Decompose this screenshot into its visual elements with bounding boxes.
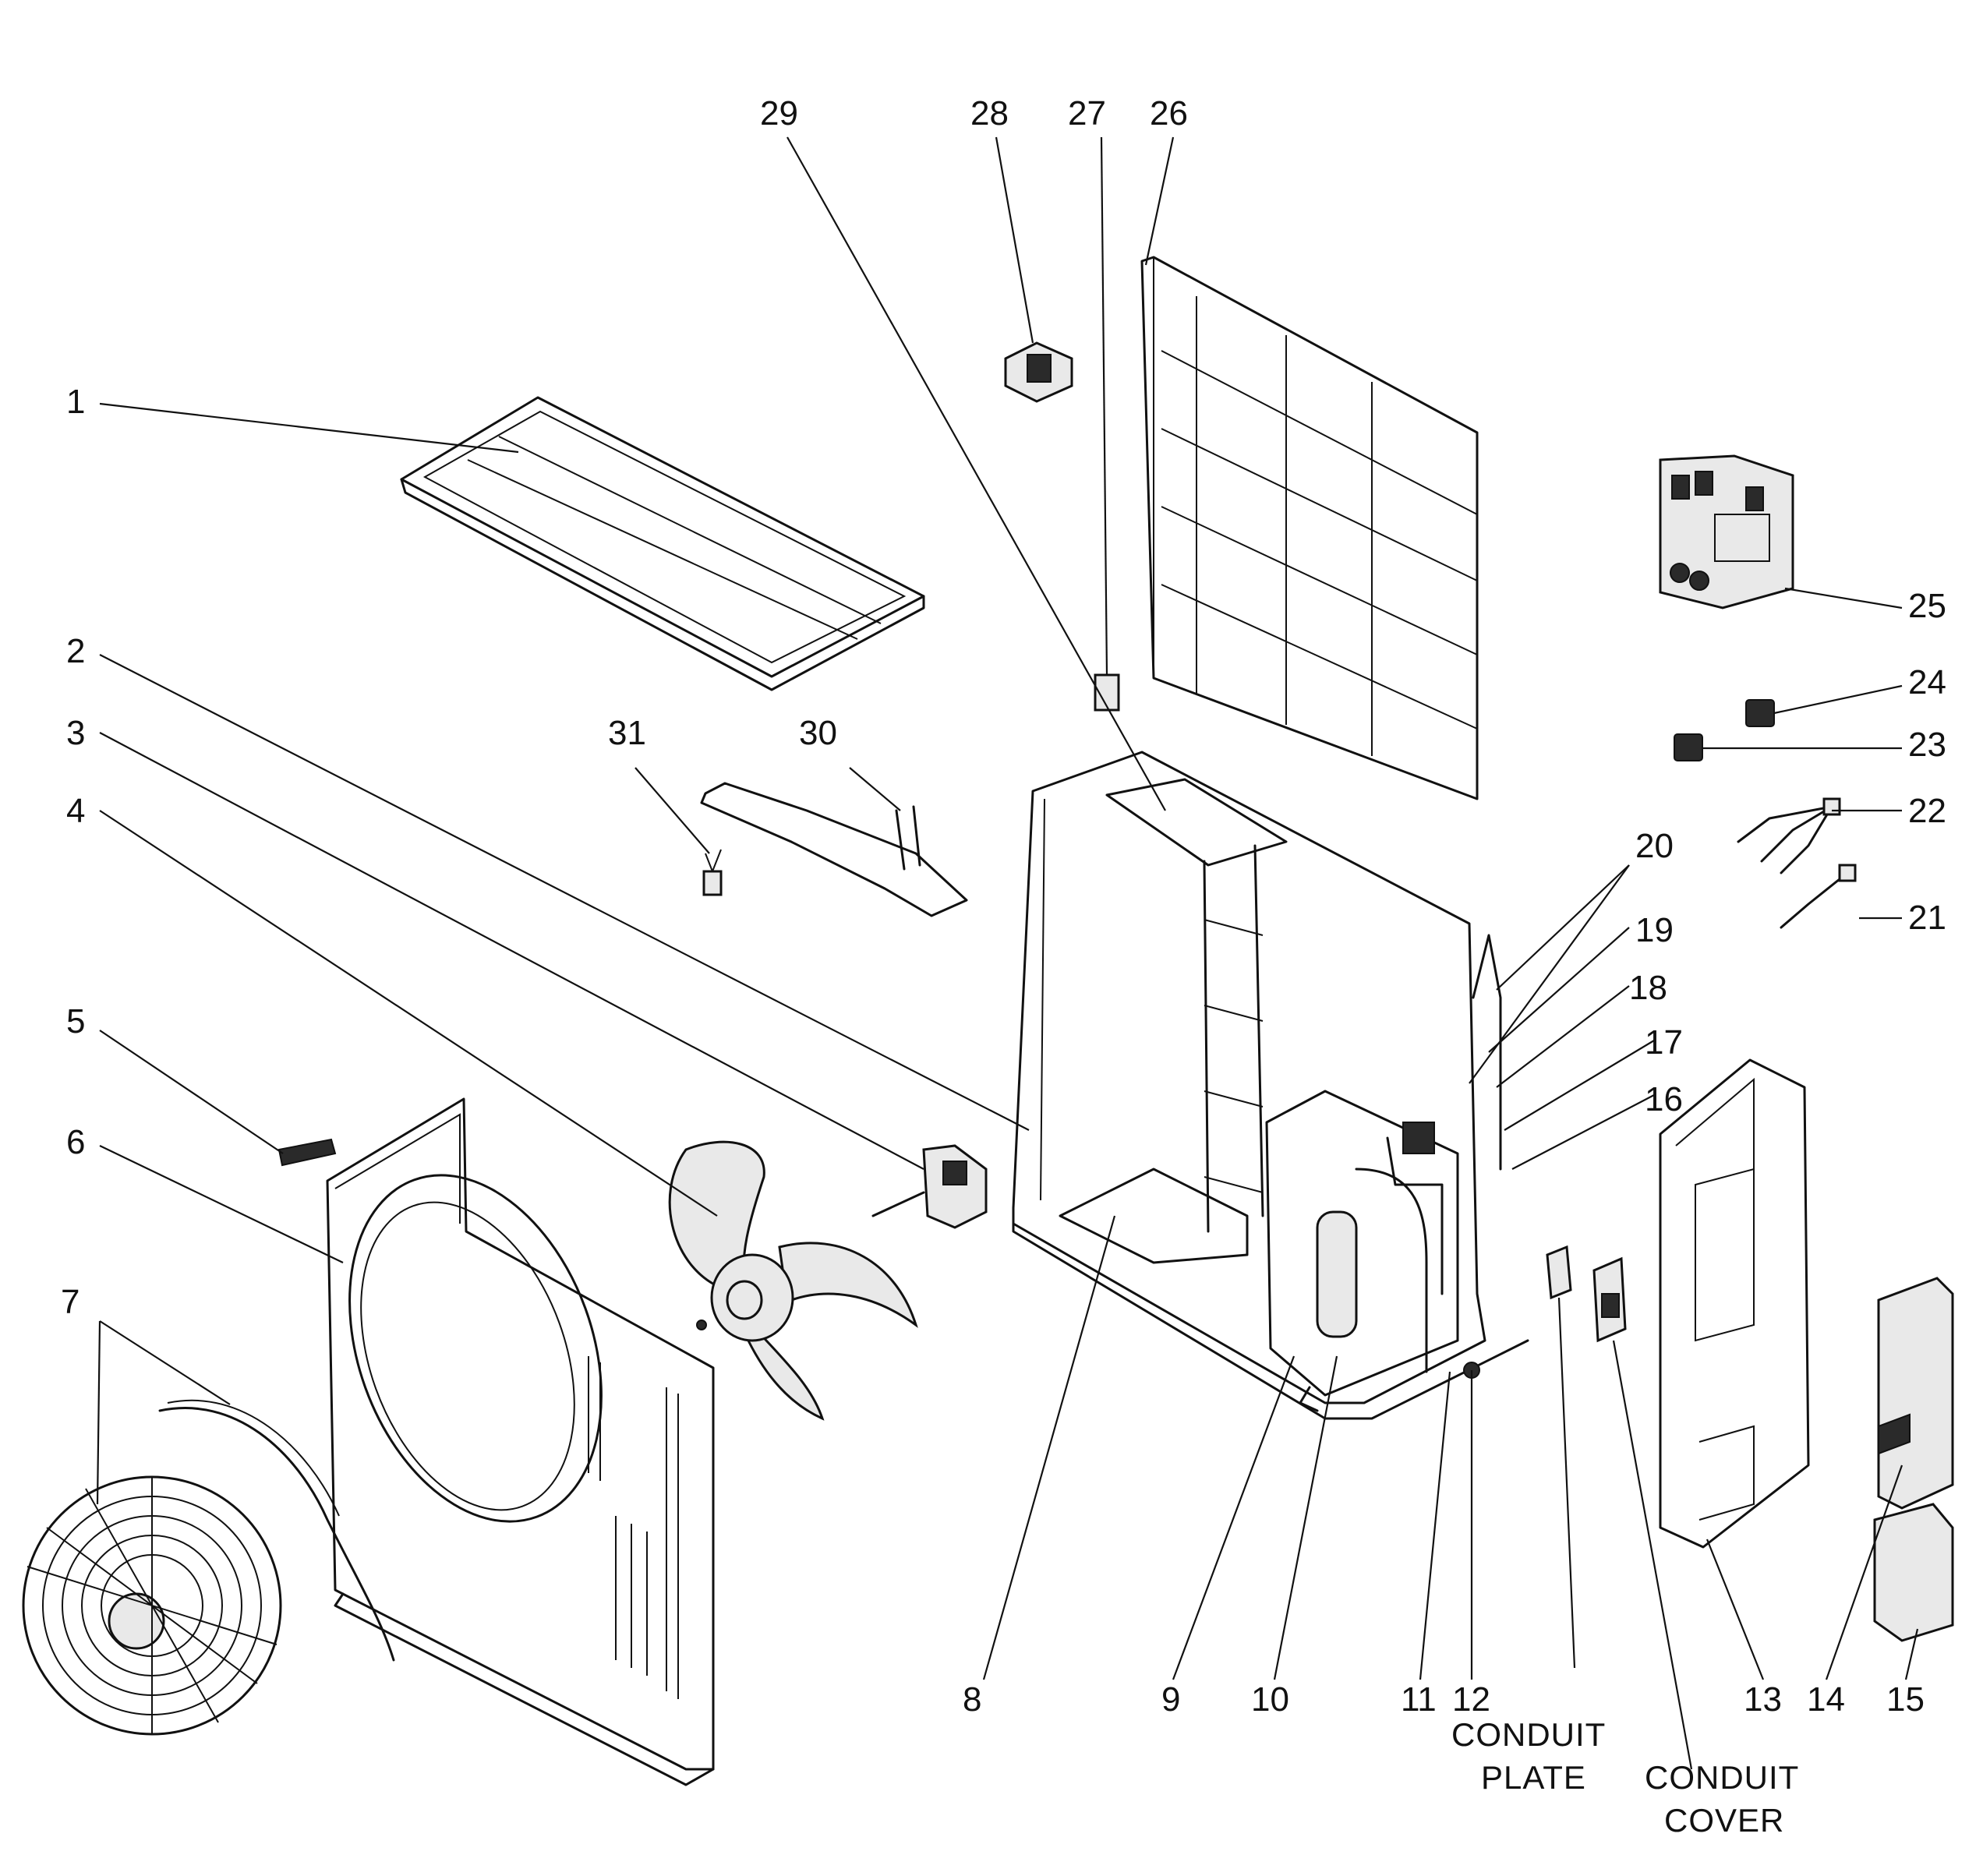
part-13-side-panel [1659, 1058, 1810, 1549]
label-8: 8 [963, 1680, 981, 1719]
part-26-rear-guard [1140, 256, 1479, 800]
label-conduit-plate-line1: CONDUIT [1451, 1716, 1606, 1753]
label-26: 26 [1150, 94, 1188, 132]
label-28: 28 [970, 94, 1009, 132]
label-21: 21 [1908, 899, 1946, 937]
label-15: 15 [1886, 1680, 1925, 1719]
label-16: 16 [1645, 1080, 1683, 1118]
part-7-fan-guard [22, 1399, 395, 1736]
label-22: 22 [1908, 792, 1946, 830]
label-25: 25 [1908, 587, 1946, 625]
label-conduit-cover-line2: COVER [1664, 1802, 1784, 1839]
label-24: 24 [1908, 663, 1946, 701]
part-22-thermistor [1737, 797, 1841, 874]
part-6-front-panel [326, 1097, 715, 1786]
part-28-reactor [1004, 341, 1073, 403]
label-12: 12 [1452, 1680, 1490, 1719]
label-14: 14 [1807, 1680, 1845, 1719]
word-labels: CONDUIT PLATE CONDUIT COVER [1451, 1716, 1799, 1839]
conduit-plate [1546, 1245, 1572, 1300]
part-5-bracket [277, 1138, 337, 1167]
label-17: 17 [1645, 1023, 1683, 1062]
label-18: 18 [1629, 969, 1667, 1007]
part-1-top-cover [400, 396, 925, 691]
label-27: 27 [1068, 94, 1106, 132]
label-6: 6 [66, 1123, 85, 1161]
label-7: 7 [61, 1283, 80, 1321]
label-13: 13 [1744, 1680, 1782, 1719]
label-5: 5 [66, 1002, 85, 1040]
part-21-thermistor [1780, 864, 1857, 929]
label-30: 30 [799, 714, 837, 752]
part-15-valve-cover [1873, 1503, 1954, 1642]
part-30-heater-coil [700, 782, 968, 917]
label-31: 31 [608, 714, 646, 752]
label-23: 23 [1908, 726, 1946, 764]
label-4: 4 [66, 792, 85, 830]
label-9: 9 [1161, 1680, 1180, 1719]
number-labels: 1 2 3 4 5 6 7 8 9 10 11 12 13 14 15 16 1… [61, 94, 1946, 1719]
part-31-sensor [702, 849, 723, 896]
label-19: 19 [1635, 911, 1674, 949]
part-25-control-board [1659, 454, 1794, 609]
main-chassis [1012, 751, 1529, 1420]
leader-lines [96, 136, 1919, 1770]
part-4-propeller-fan [668, 1140, 918, 1421]
label-1: 1 [66, 383, 85, 421]
part-3-fan-motor [871, 1144, 988, 1229]
label-11: 11 [1401, 1680, 1437, 1719]
label-conduit-cover-line1: CONDUIT [1645, 1759, 1799, 1796]
label-conduit-plate-line2: PLATE [1481, 1759, 1586, 1796]
label-10: 10 [1251, 1680, 1289, 1719]
part-24-noise-filter [1745, 699, 1775, 727]
label-20: 20 [1635, 827, 1674, 865]
conduit-cover [1592, 1256, 1627, 1343]
label-3: 3 [66, 714, 85, 752]
label-29: 29 [760, 94, 798, 132]
part-14-valve-cover [1877, 1277, 1954, 1510]
part-23-noise-filter [1674, 733, 1703, 761]
label-2: 2 [66, 632, 85, 670]
